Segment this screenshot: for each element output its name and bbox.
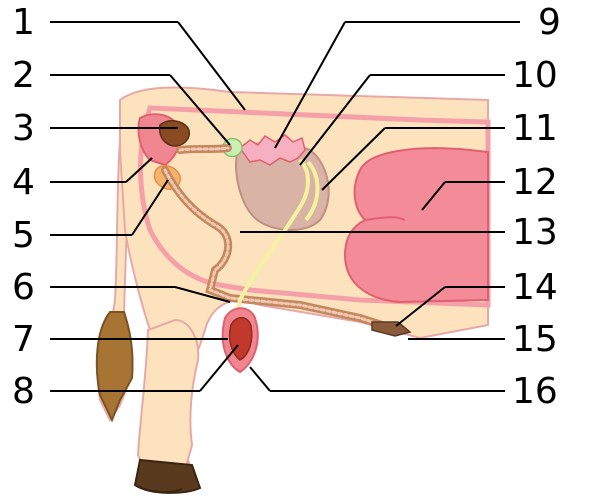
- label-10: 10: [512, 55, 558, 96]
- label-11: 11: [512, 108, 558, 149]
- label-4: 4: [12, 162, 35, 203]
- label-2: 2: [12, 55, 35, 96]
- label-7: 7: [12, 319, 35, 360]
- label-15: 15: [512, 319, 558, 360]
- label-1: 1: [12, 2, 35, 43]
- hoof: [135, 460, 200, 493]
- label-9: 9: [538, 2, 561, 43]
- label-13: 13: [512, 212, 558, 253]
- rumen: [345, 148, 488, 302]
- label-14: 14: [512, 267, 558, 308]
- label-3: 3: [12, 108, 35, 149]
- hind-leg: [138, 320, 198, 470]
- label-16: 16: [512, 371, 558, 412]
- label-6: 6: [12, 267, 35, 308]
- leader-16b: [250, 367, 270, 391]
- label-5: 5: [12, 215, 35, 256]
- leader-8b: [200, 345, 238, 391]
- label-12: 12: [512, 162, 558, 203]
- label-8: 8: [12, 371, 35, 412]
